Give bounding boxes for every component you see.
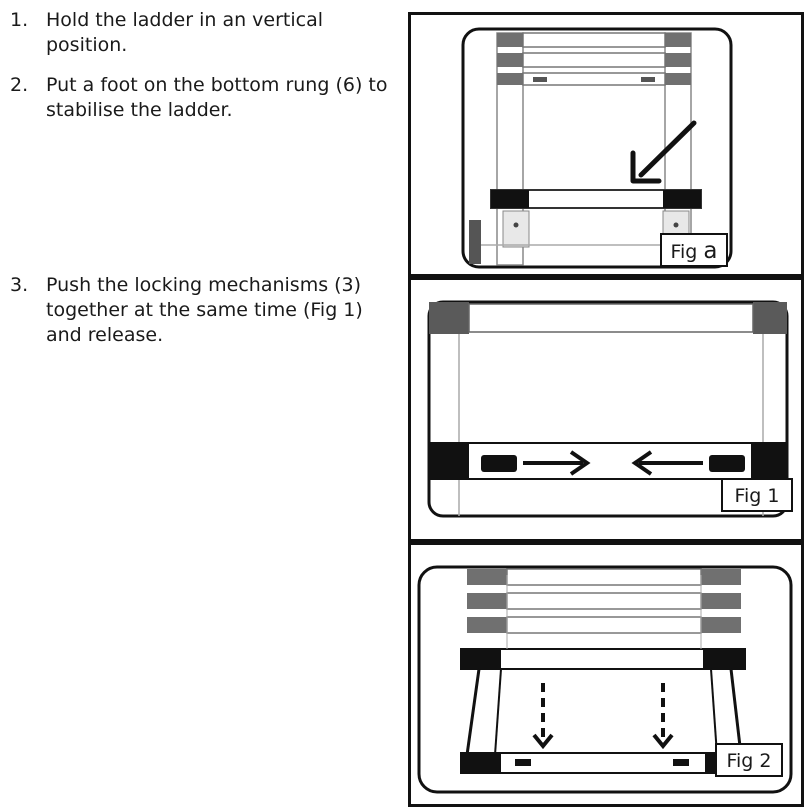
step-number: 3. bbox=[10, 274, 29, 296]
step-number: 2. bbox=[10, 74, 29, 96]
step-1: 1. Hold the ladder in an vertical positi… bbox=[10, 8, 390, 58]
figure-1: Fig 1 bbox=[408, 277, 804, 542]
step-text: Put a foot on the bottom rung (6) to sta… bbox=[46, 74, 388, 121]
ladder-lowering-illustration bbox=[417, 565, 793, 794]
step-text: Hold the ladder in an vertical position. bbox=[46, 9, 324, 56]
step-number: 1. bbox=[10, 9, 29, 31]
figure-label-box: Fig 1 bbox=[721, 478, 793, 512]
step-3: 3. Push the locking mechanisms (3) toget… bbox=[10, 273, 390, 348]
figure-label-box: Fig 2 bbox=[715, 743, 783, 777]
figure-label-prefix: Fig bbox=[670, 241, 698, 263]
figure-a: Fig a bbox=[408, 12, 804, 277]
step-2: 2. Put a foot on the bottom rung (6) to … bbox=[10, 73, 390, 123]
figure-label-suffix: a bbox=[703, 238, 718, 264]
locking-mechanism-illustration bbox=[427, 300, 789, 518]
ladder-bottom-rung-illustration bbox=[461, 27, 733, 269]
figure-2: Fig 2 bbox=[408, 542, 804, 807]
step-text: Push the locking mechanisms (3) together… bbox=[46, 274, 363, 346]
figure-label-box: Fig a bbox=[660, 233, 728, 267]
